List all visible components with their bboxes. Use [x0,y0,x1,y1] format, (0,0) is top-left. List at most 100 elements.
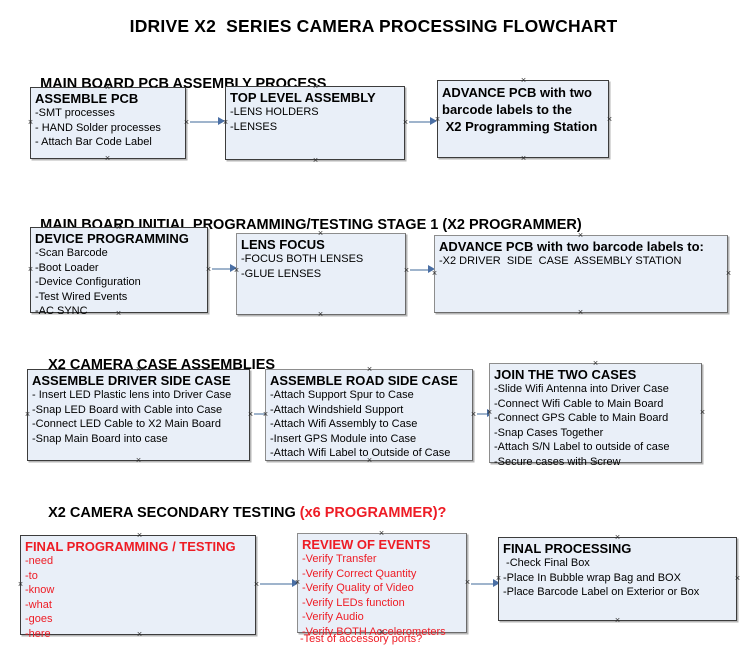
handle-right[interactable] [205,266,212,273]
section-heading-accent: (x6 PROGRAMMER)? [299,505,447,521]
node-advance-pcb-to-driver-side-case-assembly[interactable]: ADVANCE PCB with two barcode labels to: … [434,235,728,313]
list-item: -Snap Main Board into case [32,432,168,445]
node-item-list: - Insert LED Plastic lens into Driver Ca… [32,388,247,446]
list-item: -AC SYNC [35,305,88,317]
node-item-list: -LENS HOLDERS -LENSES [230,105,402,134]
list-item: -Place Barcode Label on Exterior or Box [503,586,700,598]
handle-top[interactable] [115,224,122,231]
node-title: LENS FOCUS [241,237,325,252]
node-review-of-events[interactable]: REVIEW OF EVENTS -Verify Transfer -Verif… [297,533,467,638]
node-device-programming[interactable]: DEVICE PROGRAMMING -Scan Barcode -Boot L… [30,227,208,317]
list-item: - HAND Solder processes [35,121,161,134]
handle-left[interactable] [17,581,24,588]
handle-bottom[interactable] [312,157,319,164]
handle-bottom[interactable] [317,311,324,318]
handle-top[interactable] [520,77,527,84]
handle-right[interactable] [470,411,477,418]
list-item: -know [25,584,55,596]
handle-bottom[interactable] [104,155,111,162]
list-item: -Test Wired Events [35,290,128,303]
node-item-list: -Verify Transfer -Verify Correct Quantit… [302,552,464,639]
handle-left[interactable] [294,579,301,586]
node-item-list: -Attach Support Spur to Case -Attach Win… [270,388,470,461]
list-item: -Verify Transfer [302,553,377,565]
handle-bottom[interactable] [115,310,122,317]
connector-line [260,583,296,585]
node-overflow-item: -Test of accessory ports? [300,633,423,645]
handle-left[interactable] [27,119,34,126]
node-advance-pcb-to-x2-programming-station[interactable]: ADVANCE PCB with two barcode labels to t… [437,80,609,158]
list-item: -Attach Support Spur to Case [270,389,414,401]
list-item: -Verify BOTH Accelerometers [302,625,446,638]
handle-left[interactable] [434,116,441,123]
connector-line [409,121,433,123]
node-lens-focus[interactable]: LENS FOCUS -FOCUS BOTH LENSES -GLUE LENS… [236,233,406,315]
section-heading-x2-camera-secondary-testing: X2 CAMERA SECONDARY TESTING (x6 PROGRAMM… [32,489,446,537]
list-item: -GLUE LENSES [241,267,322,280]
handle-top[interactable] [317,230,324,237]
handle-bottom[interactable] [366,457,373,464]
list-item: -Attach Windshield Support [270,403,404,416]
handle-right[interactable] [183,119,190,126]
list-item: - Attach Bar Code Label [35,136,152,148]
list-item: -to [25,569,38,582]
node-title: TOP LEVEL ASSEMBLY [230,90,376,105]
list-item: -LENS HOLDERS [230,106,319,118]
handle-left[interactable] [222,119,229,126]
node-final-processing[interactable]: FINAL PROCESSING -Check Final Box -Place… [498,537,737,621]
node-assemble-driver-side-case[interactable]: ASSEMBLE DRIVER SIDE CASE - Insert LED P… [27,369,250,461]
section-heading-text: X2 CAMERA SECONDARY TESTING [48,505,300,521]
handle-top[interactable] [312,83,319,90]
node-assemble-road-side-case[interactable]: ASSEMBLE ROAD SIDE CASE -Attach Support … [265,369,473,461]
handle-bottom[interactable] [592,459,599,466]
handle-top[interactable] [577,232,584,239]
node-title: ASSEMBLE DRIVER SIDE CASE [32,373,231,388]
handle-right[interactable] [725,270,732,277]
handle-left[interactable] [431,270,438,277]
list-item: -Attach Wifi Assembly to Case [270,418,418,430]
node-top-level-assembly[interactable]: TOP LEVEL ASSEMBLY -LENS HOLDERS -LENSES [225,86,405,160]
handle-right[interactable] [402,119,409,126]
handle-bottom[interactable] [378,629,385,636]
node-title: ASSEMBLE ROAD SIDE CASE [270,373,458,388]
node-title: ADVANCE PCB with two barcode labels to t… [442,85,598,134]
list-item: -FOCUS BOTH LENSES [241,253,364,265]
node-title: REVIEW OF EVENTS [302,537,431,552]
handle-right[interactable] [253,581,260,588]
handle-top[interactable] [378,530,385,537]
node-final-programming-testing[interactable]: FINAL PROGRAMMING / TESTING -need -to -k… [20,535,256,640]
handle-right[interactable] [734,575,741,582]
list-item: -Attach Wifi Label to Outside of Case [270,447,451,459]
list-item: -X2 DRIVER SIDE CASE ASSEMBLY STATION [439,255,682,267]
handle-left[interactable] [24,411,31,418]
handle-bottom[interactable] [614,617,621,624]
node-item-list: -Check Final Box -Place In Bubble wrap B… [503,556,734,600]
handle-right[interactable] [699,409,706,416]
handle-right[interactable] [403,267,410,274]
handle-top[interactable] [614,534,621,541]
node-assemble-pcb[interactable]: ASSEMBLE PCB -SMT processes - HAND Solde… [30,87,186,159]
handle-top[interactable] [136,532,143,539]
handle-left[interactable] [262,411,269,418]
handle-left[interactable] [495,575,502,582]
handle-top[interactable] [592,360,599,367]
list-item: -Verify Correct Quantity [302,567,417,580]
list-item: -LENSES [230,120,278,133]
handle-left[interactable] [233,267,240,274]
handle-left[interactable] [27,266,34,273]
handle-bottom[interactable] [520,155,527,162]
handle-bottom[interactable] [135,457,142,464]
list-item: -need [25,555,54,567]
list-item: -Slide Wifi Antenna into Driver Case [494,383,669,395]
handle-top[interactable] [366,366,373,373]
handle-top[interactable] [135,366,142,373]
handle-right[interactable] [464,579,471,586]
handle-right[interactable] [606,116,613,123]
handle-bottom[interactable] [577,309,584,316]
handle-top[interactable] [104,84,111,91]
handle-bottom[interactable] [136,631,143,638]
handle-left[interactable] [486,409,493,416]
node-join-the-two-cases[interactable]: JOIN THE TWO CASES -Slide Wifi Antenna i… [489,363,702,468]
handle-right[interactable] [247,411,254,418]
